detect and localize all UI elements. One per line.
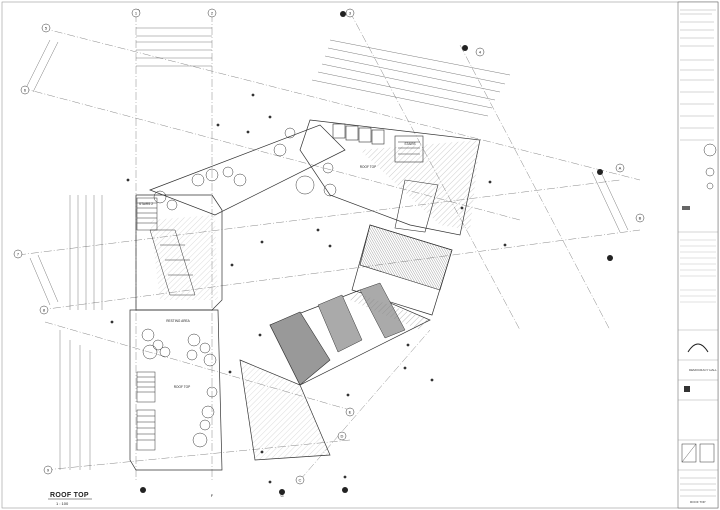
- left-lower-wing: [129, 309, 223, 471]
- stairs: [136, 197, 196, 451]
- project-name: DEMOCRACY HALL: [689, 368, 717, 372]
- grid-bubble-label: B: [639, 216, 642, 221]
- hatched-areas: [150, 140, 480, 460]
- label-stairs: STAIRS: [404, 142, 415, 146]
- grid-bubble-label: 2: [211, 11, 214, 16]
- grid-bubble-label: F: [211, 493, 214, 498]
- grid-line-4: [459, 44, 611, 331]
- grid-line-A: [41, 27, 641, 181]
- spot-markers: [110, 93, 507, 484]
- sheet-title: ROOF TOP: [690, 500, 706, 504]
- grid-bubble-labels: 1 2 3 4 5 6 7 8 9 A B C D E F G H: [17, 11, 642, 499]
- grid-bubble-label: 8: [43, 308, 46, 313]
- grid-bubble-label: D: [341, 434, 344, 439]
- diagonal-arm: [149, 124, 346, 216]
- view-title: ROOF TOP: [50, 492, 89, 499]
- grid-line-D: [39, 229, 641, 311]
- grid-bubble-label: 5: [45, 26, 48, 31]
- stairs-upper: [136, 197, 158, 231]
- grid-line-C: [17, 179, 621, 256]
- label-roof-top: ROOF TOP: [360, 165, 377, 169]
- grid-bubble-label: H: [609, 257, 612, 262]
- grid-bubble-label: 1: [135, 11, 138, 16]
- legend-tree-symbol: [703, 143, 717, 157]
- grid-bubble-label: 3: [349, 11, 352, 16]
- grid-bubble-label: G: [280, 493, 283, 498]
- grid-bubble-label: 6: [24, 88, 27, 93]
- grid-bubble-label: E: [349, 410, 352, 415]
- grid-bubble-label: 9: [47, 468, 50, 473]
- view-scale: 1 : 100: [56, 501, 69, 506]
- logo-mark: [687, 343, 709, 353]
- dimension-lines: [24, 27, 629, 470]
- grid-line-F: [44, 439, 351, 471]
- grid-bubble-label: C: [299, 478, 302, 483]
- grid-line-3: [349, 11, 521, 331]
- grid-bubble-label: 7: [17, 252, 20, 257]
- grid-bubble-label: A: [619, 166, 622, 171]
- area-labels: ROOF TOP RESTING AREA ROOF TOP STAIRS ST…: [139, 142, 416, 389]
- stairs-lower-2: [136, 409, 156, 451]
- title-block: [677, 1, 719, 509]
- label-resting-area: RESTING AREA: [166, 319, 190, 323]
- rooftop-rooms: [332, 123, 439, 233]
- grid-bubbles: [13, 8, 645, 485]
- planters: [141, 127, 337, 448]
- label-stairs-2: STAIRS 2: [139, 202, 153, 206]
- label-roof-top-lower: ROOF TOP: [174, 385, 191, 389]
- grid-bubble-label: 4: [479, 50, 482, 55]
